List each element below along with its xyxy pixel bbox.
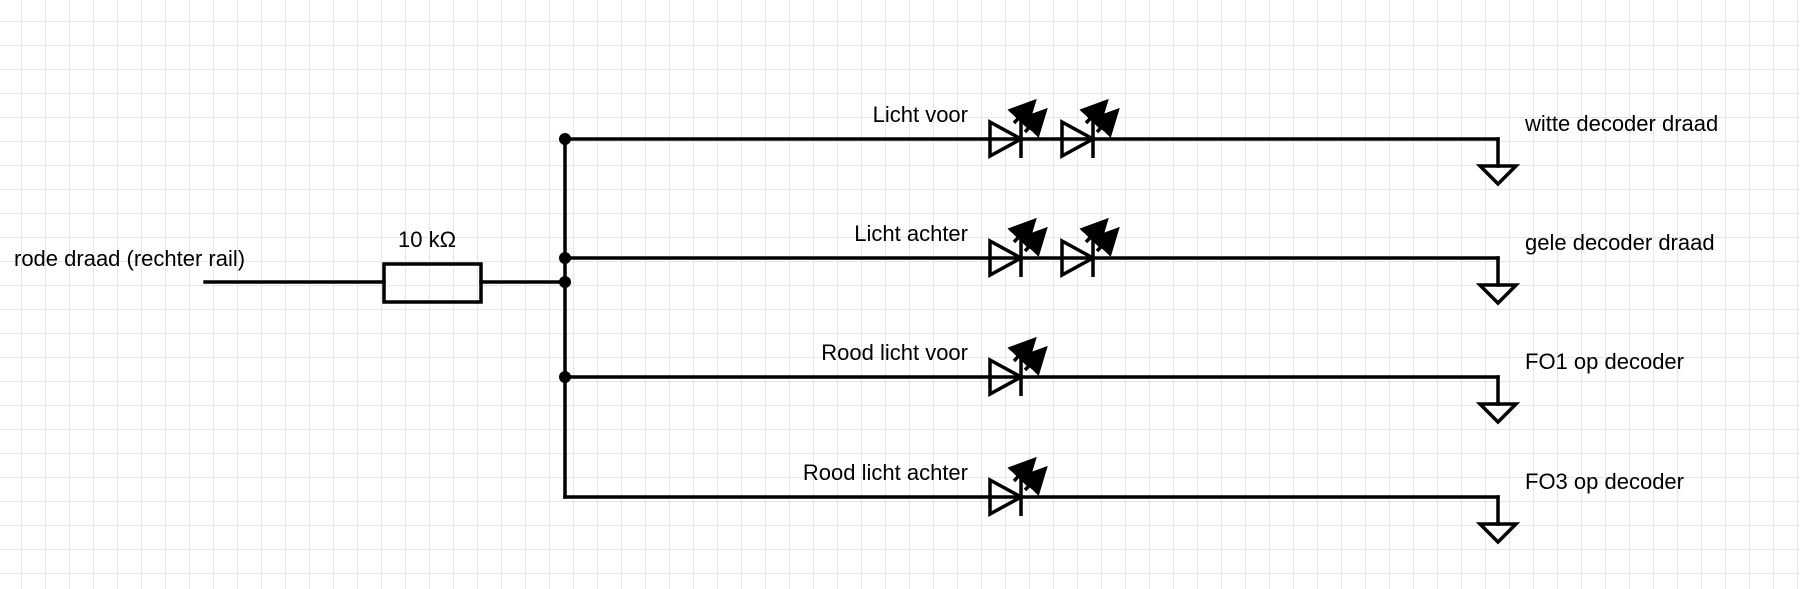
led-branch: Licht voor witte decoder draad bbox=[563, 98, 1718, 187]
led-icon bbox=[988, 336, 1048, 397]
ground-icon bbox=[1475, 402, 1521, 425]
ground-icon bbox=[1475, 522, 1521, 545]
resistor-label: 10 kΩ bbox=[398, 227, 456, 252]
led-icon bbox=[988, 98, 1048, 159]
branch-output-label: FO1 op decoder bbox=[1525, 349, 1684, 374]
branch-name-label: Rood licht voor bbox=[821, 340, 968, 365]
led-branch: Rood licht voor FO1 op decoder bbox=[563, 336, 1684, 425]
branch-name-label: Rood licht achter bbox=[803, 460, 968, 485]
led-branch: Rood licht achter FO3 op decoder bbox=[563, 456, 1684, 545]
branch-output-label: FO3 op decoder bbox=[1525, 469, 1684, 494]
led-icon bbox=[1060, 98, 1120, 159]
ground-icon bbox=[1475, 283, 1521, 306]
led-icon bbox=[988, 217, 1048, 278]
branch-output-label: gele decoder draad bbox=[1525, 230, 1715, 255]
branch-output-label: witte decoder draad bbox=[1524, 111, 1718, 136]
branch-name-label: Licht voor bbox=[873, 102, 968, 127]
branch-name-label: Licht achter bbox=[854, 221, 968, 246]
led-icon bbox=[1060, 217, 1120, 278]
led-branch: Licht achter gele decoder draad bbox=[563, 217, 1715, 306]
resistor bbox=[382, 262, 483, 304]
input-label: rode draad (rechter rail) bbox=[14, 246, 245, 271]
junction-dot bbox=[559, 276, 571, 288]
led-icon bbox=[988, 456, 1048, 517]
ground-icon bbox=[1475, 164, 1521, 187]
